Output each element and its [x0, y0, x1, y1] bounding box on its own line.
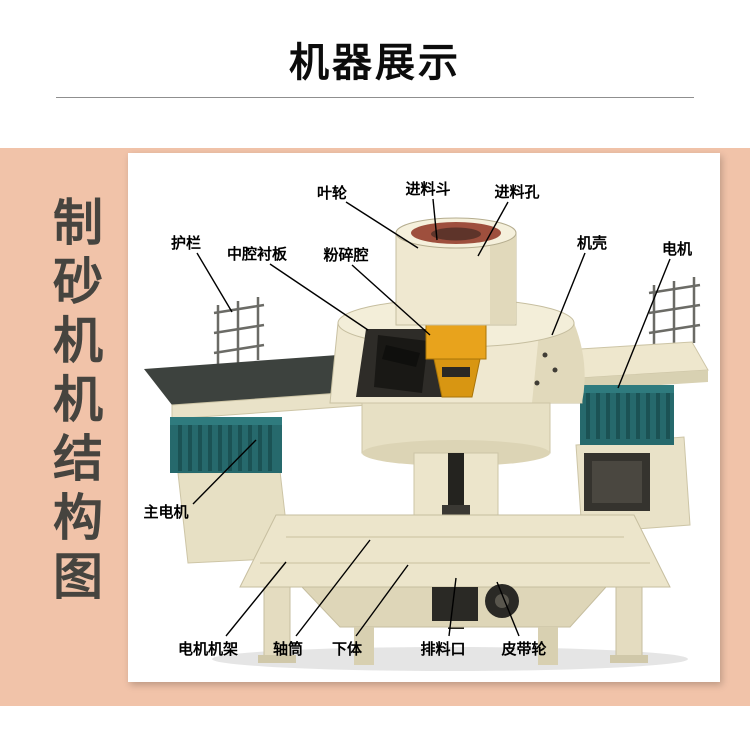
main-motor	[170, 417, 282, 473]
part-label: 主电机	[143, 504, 189, 521]
mid-cylinder	[361, 402, 551, 466]
left-guardrail	[213, 297, 265, 368]
part-label: 中腔衬板	[226, 246, 288, 263]
part-label: 进料孔	[494, 184, 540, 201]
part-label: 进料斗	[405, 181, 451, 198]
side-motor	[580, 385, 674, 445]
page-title: 机器展示	[289, 41, 461, 85]
side-caption-char: 机	[53, 313, 103, 369]
left-motor-platform	[144, 355, 369, 420]
part-label: 叶轮	[316, 185, 348, 202]
right-guardrail	[648, 277, 701, 351]
part-label: 护栏	[170, 235, 202, 252]
lower-body	[239, 514, 671, 588]
part-label: 机壳	[576, 235, 608, 252]
part-label: 排料口	[420, 641, 466, 658]
part-label: 电机机架	[177, 641, 239, 658]
part-label: 电机	[661, 241, 693, 258]
machine-illustration	[144, 217, 709, 671]
side-caption-char: 构	[53, 490, 103, 546]
right-mechanism	[584, 453, 650, 511]
discharge-section	[300, 584, 608, 628]
title-divider	[56, 97, 694, 98]
part-label: 下体	[331, 641, 363, 658]
side-caption-char: 图	[53, 549, 103, 605]
side-caption-char: 机	[53, 372, 103, 428]
feed-hopper	[395, 217, 517, 326]
discharge-port	[432, 587, 478, 621]
part-label: 轴筒	[272, 641, 304, 658]
side-caption-char: 砂	[53, 254, 103, 310]
ground-shadow	[212, 647, 688, 671]
side-caption-char: 制	[53, 195, 103, 251]
part-label: 皮带轮	[501, 641, 547, 658]
part-label: 粉碎腔	[323, 247, 369, 264]
side-caption: 制 砂 机 机 结 构 图	[46, 198, 110, 602]
side-caption-char: 结	[53, 431, 103, 487]
